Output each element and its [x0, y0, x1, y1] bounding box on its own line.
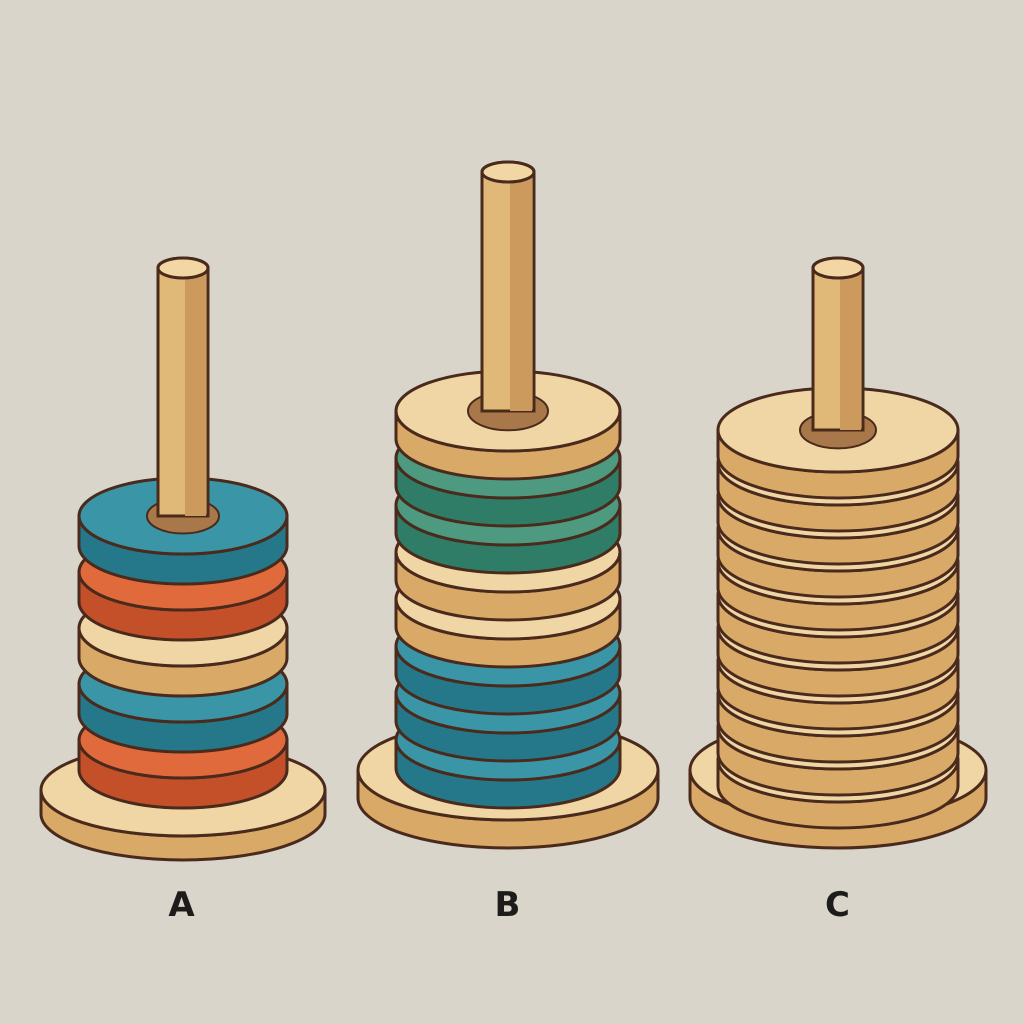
disk: [394, 160, 622, 481]
peg-b: [356, 160, 660, 850]
disk: [77, 256, 289, 586]
peg-label-b: B: [494, 885, 522, 925]
peg-c: [688, 256, 988, 850]
disk: [716, 256, 960, 500]
peg-label-a: A: [168, 885, 196, 925]
peg-label-c: C: [825, 885, 851, 925]
peg-a: [39, 256, 327, 862]
